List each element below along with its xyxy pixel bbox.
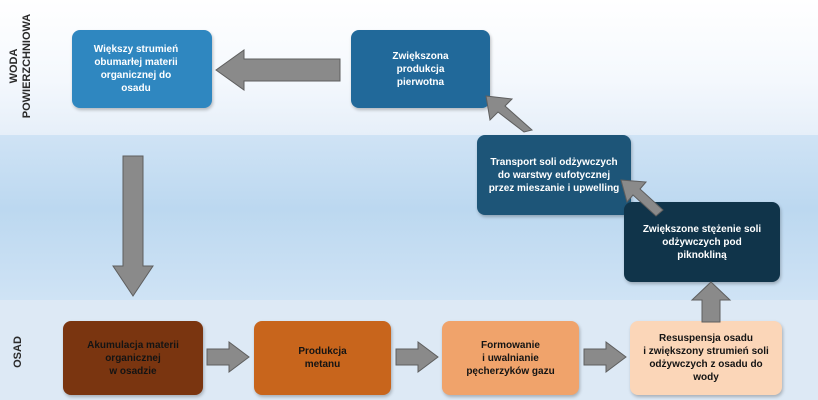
organic-matter-flux-box: Większy strumień obumarłej materii organ… bbox=[72, 30, 212, 108]
nutrient-concentration-text: Zwiększone stężenie soli odżywczych pod … bbox=[642, 223, 762, 261]
arrow-b7-to-b8 bbox=[583, 341, 627, 373]
methane-production-box: Produkcja metanu bbox=[254, 321, 391, 395]
arrow-b8-to-b4 bbox=[690, 281, 732, 323]
organic-accumulation-text: Akumulacja materii organicznej w osadzie bbox=[87, 339, 179, 377]
primary-production-box: Zwiększona produkcja pierwotna bbox=[351, 30, 490, 108]
sediment-resuspension-box: Resuspensja osadu i zwiększony strumień … bbox=[630, 321, 782, 395]
organic-matter-flux-text: Większy strumień obumarłej materii organ… bbox=[93, 44, 179, 94]
surface-water-label: WODA POWIERZCHNIOWA bbox=[8, 13, 33, 119]
sediment-resuspension-text: Resuspensja osadu i zwiększony strumień … bbox=[643, 333, 769, 383]
nutrient-transport-box: Transport soli odżywczych do warstwy euf… bbox=[477, 135, 631, 215]
arrow-b5-to-b6 bbox=[206, 341, 250, 373]
gas-bubble-formation-text: Formowanie i uwalnianie pęcherzyków gazu bbox=[466, 339, 555, 377]
arrow-b2-to-b1 bbox=[215, 49, 341, 91]
arrow-b3-to-b2 bbox=[485, 95, 534, 133]
organic-accumulation-box: Akumulacja materii organicznej w osadzie bbox=[63, 321, 203, 395]
arrow-b1-to-b5 bbox=[112, 155, 154, 297]
arrow-b6-to-b7 bbox=[395, 341, 439, 373]
arrow-b4-to-b3 bbox=[620, 179, 664, 217]
sediment-label: OSAD bbox=[12, 336, 24, 368]
methane-production-text: Produkcja metanu bbox=[298, 346, 347, 370]
nutrient-transport-text: Transport soli odżywczych do warstwy euf… bbox=[488, 156, 620, 194]
nutrient-concentration-box: Zwiększone stężenie soli odżywczych pod … bbox=[624, 202, 780, 282]
gas-bubble-formation-box: Formowanie i uwalnianie pęcherzyków gazu bbox=[442, 321, 579, 395]
primary-production-text: Zwiększona produkcja pierwotna bbox=[392, 50, 449, 88]
